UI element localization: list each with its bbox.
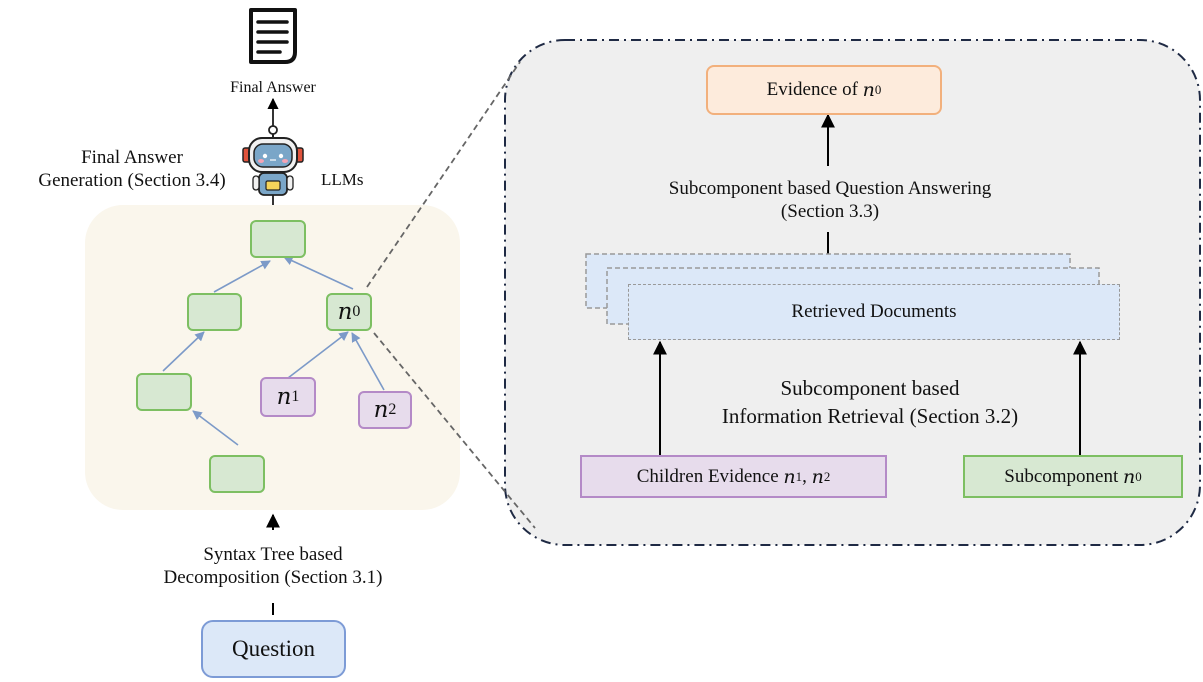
final-answer-label: Final Answer [230, 79, 316, 96]
zoom-line-top [366, 61, 521, 288]
tree-background [85, 205, 460, 510]
evidence-var: n [862, 79, 875, 101]
evidence-prefix: Evidence of [766, 79, 858, 100]
decomposition-label-line2: Decomposition (Section 3.1) [163, 567, 383, 588]
tree-node-leaf [209, 455, 265, 493]
tree-node-root [250, 220, 306, 258]
tree-edges [162, 256, 385, 446]
evidence-sub: 0 [874, 82, 882, 97]
robot-icon [242, 125, 304, 196]
node-n1-sub: 1 [291, 388, 300, 405]
subcomponent-sub: 0 [1135, 468, 1142, 484]
ir-label-line2: Information Retrieval (Section 3.2) [721, 404, 1019, 428]
children-sep: , [802, 465, 807, 487]
generation-label-line1: Final Answer [81, 147, 183, 168]
ir-label-line1: Subcomponent based [780, 376, 960, 400]
retrieved-documents-label: Retrieved Documents [791, 301, 957, 322]
tree-node-left-left [136, 373, 192, 411]
document-icon [249, 8, 297, 64]
ir-label: Subcomponent based Information Retrieval… [670, 374, 1070, 430]
children-sub2: 2 [823, 468, 831, 484]
tree-node-left [187, 293, 242, 331]
children-var2: n [811, 465, 824, 488]
decomposition-label-line1: Syntax Tree based [203, 544, 343, 565]
decomposition-label: Syntax Tree based Decomposition (Section… [123, 543, 423, 589]
subcomponent-var: n [1123, 465, 1136, 488]
children-prefix: Children Evidence [636, 465, 779, 487]
node-n0-var: n [337, 299, 353, 325]
zoom-line-bottom [373, 332, 536, 529]
question-box: Question [201, 620, 346, 678]
qa-label-line1: Subcomponent based Question Answering [668, 178, 992, 199]
children-sub1: 1 [795, 468, 803, 484]
subcomponent-prefix: Subcomponent [1004, 465, 1119, 487]
node-n1-var: n [276, 384, 292, 410]
node-n2-var: n [373, 397, 389, 423]
node-n0-sub: 0 [352, 303, 361, 320]
children-var1: n [783, 465, 796, 488]
retrieved-documents-box: Retrieved Documents [628, 284, 1120, 340]
question-label: Question [231, 636, 316, 661]
node-n2-sub: 2 [388, 401, 397, 418]
generation-label: Final Answer Generation (Section 3.4) [27, 146, 237, 192]
llms-label: LLMs [321, 170, 364, 189]
qa-label-line2: (Section 3.3) [780, 201, 880, 222]
generation-label-line2: Generation (Section 3.4) [38, 170, 226, 191]
qa-label: Subcomponent based Question Answering (S… [600, 177, 1060, 223]
